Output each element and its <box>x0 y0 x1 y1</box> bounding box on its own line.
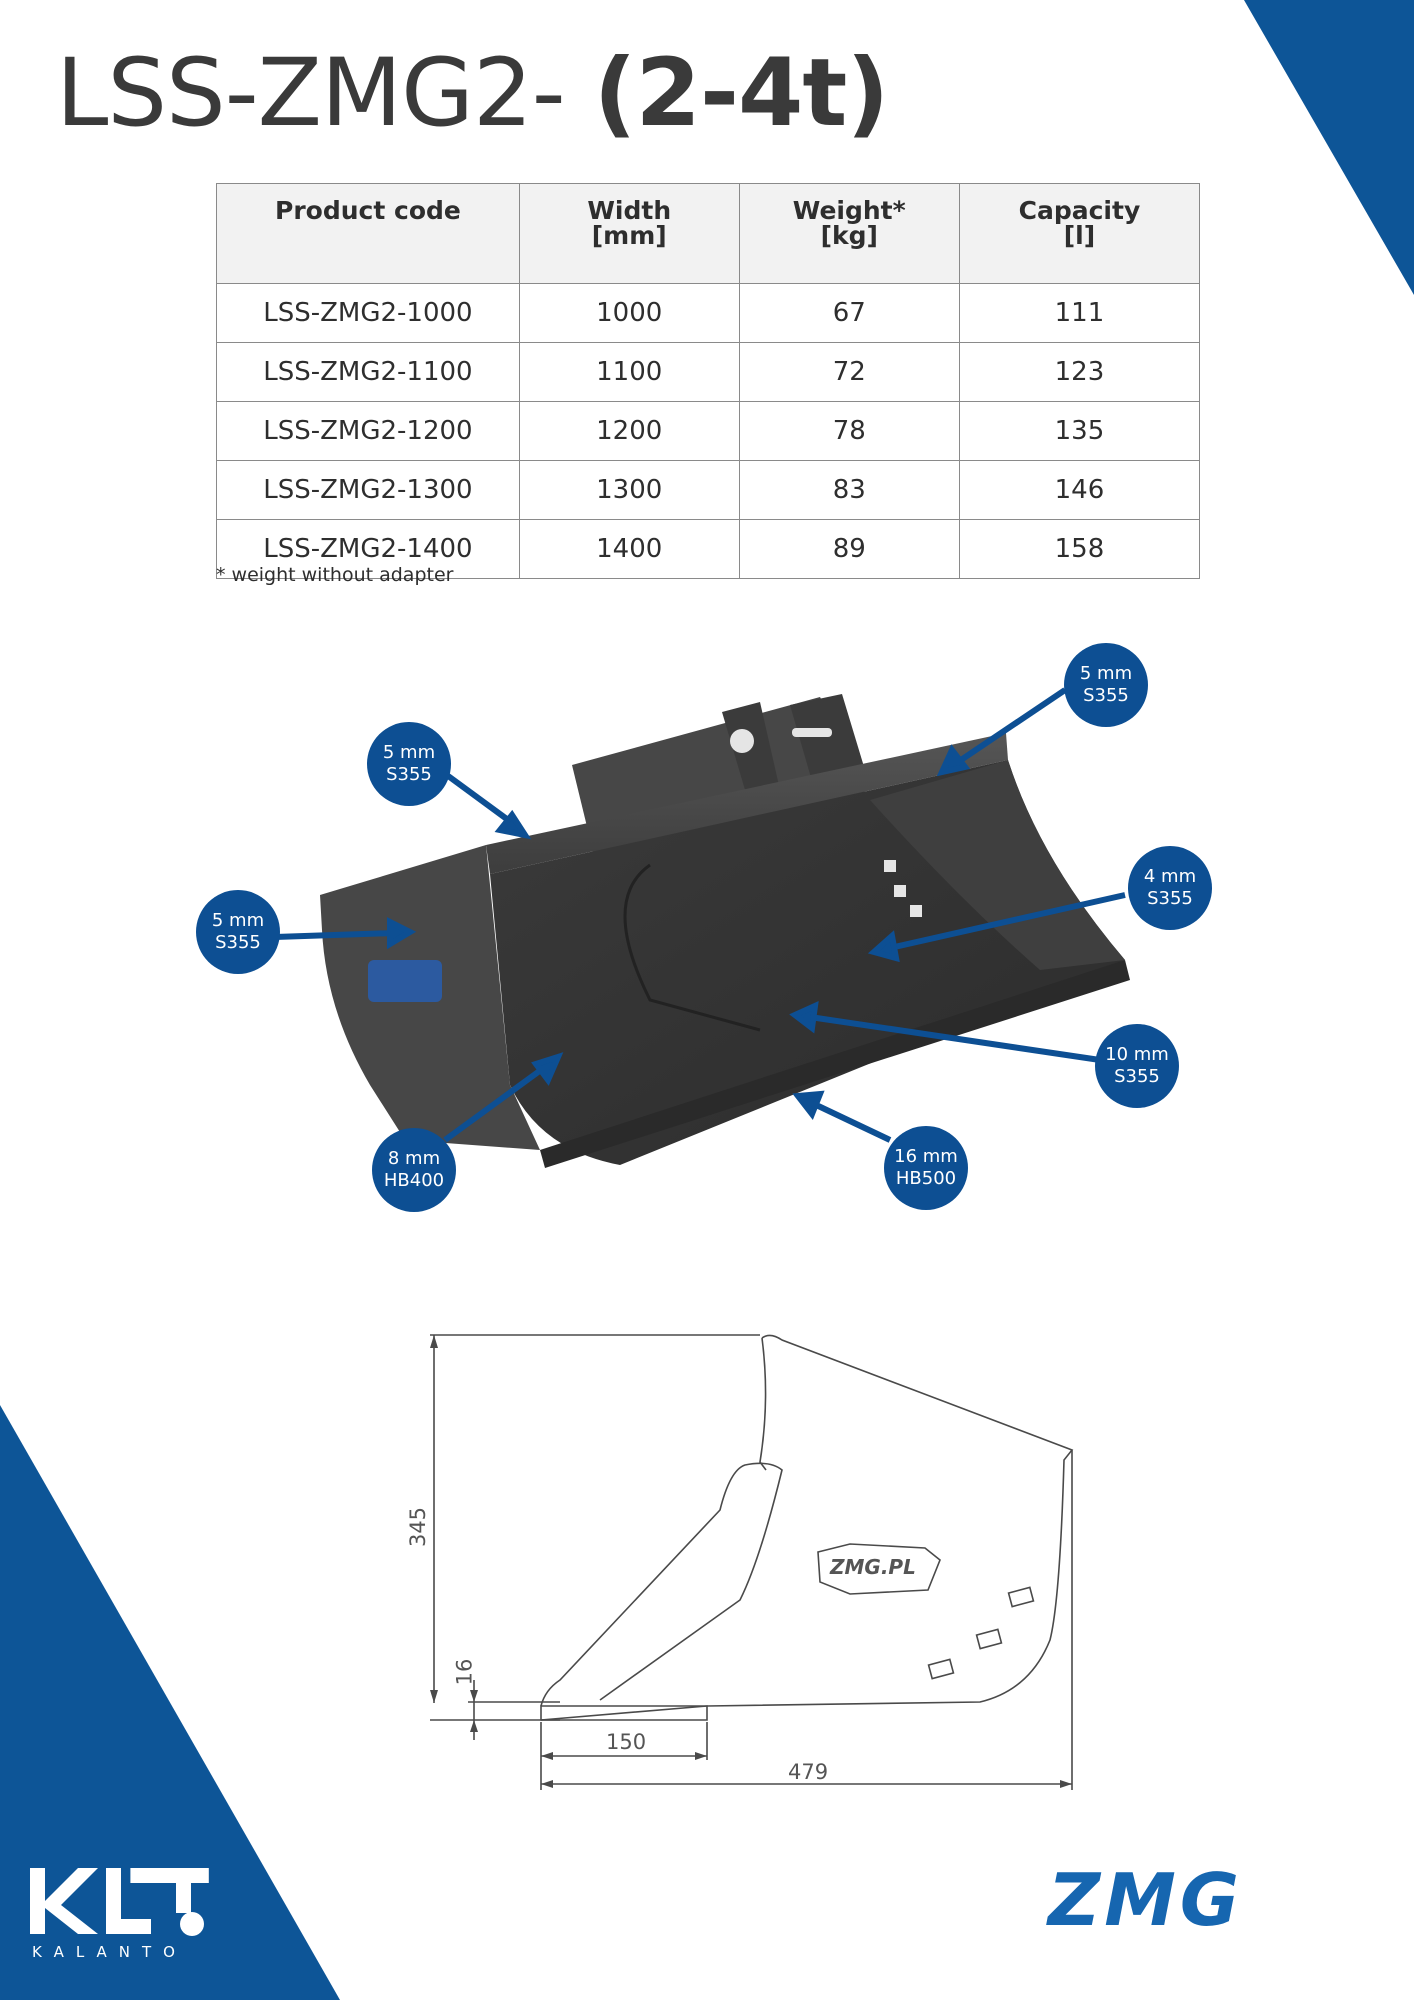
cell-width: 1200 <box>518 401 740 461</box>
drawing-logo-text: ZMG.PL <box>830 1555 916 1579</box>
table-row: LSS-ZMG2-1100 1100 72 123 <box>216 342 1201 402</box>
cell-width: 1400 <box>518 519 740 579</box>
cell-product-code: LSS-ZMG2-1200 <box>216 401 520 461</box>
dimension-depth: 479 <box>788 1760 829 1784</box>
cell-weight: 72 <box>738 342 960 402</box>
header-weight: Weight*[kg] <box>738 183 960 284</box>
cell-product-code: LSS-ZMG2-1100 <box>216 342 520 402</box>
cell-width: 1000 <box>518 283 740 343</box>
cell-product-code: LSS-ZMG2-1400 <box>216 519 520 579</box>
title-weight-class: (2-4t) <box>593 39 890 148</box>
cell-weight: 89 <box>738 519 960 579</box>
cell-weight: 78 <box>738 401 960 461</box>
dimension-blade-thickness: 16 <box>452 1658 477 1686</box>
spec-table: Product code Width[mm] Weight*[kg] Capac… <box>216 183 1201 579</box>
cell-product-code: LSS-ZMG2-1000 <box>216 283 520 343</box>
dimension-height: 345 <box>406 1506 431 1548</box>
table-footnote: * weight without adapter <box>216 564 454 586</box>
page-title: LSS-ZMG2- (2-4t) <box>56 39 890 148</box>
cell-capacity: 123 <box>958 342 1201 402</box>
table-row: LSS-ZMG2-1200 1200 78 135 <box>216 401 1201 461</box>
klt-subtext: KALANTO <box>32 1943 187 1961</box>
table-row: LSS-ZMG2-1400 1400 89 158 <box>216 519 1201 579</box>
dimension-blade-length: 150 <box>606 1730 647 1754</box>
header-capacity: Capacity[l] <box>958 183 1201 284</box>
cell-capacity: 111 <box>958 283 1201 343</box>
zmg-logo: ZMG <box>1048 1858 1243 1942</box>
cell-capacity: 158 <box>958 519 1201 579</box>
bucket-3d-illustration <box>274 687 1130 1168</box>
cell-width: 1300 <box>518 460 740 520</box>
title-model: LSS-ZMG2- <box>56 39 566 148</box>
cell-width: 1100 <box>518 342 740 402</box>
cell-capacity: 146 <box>958 460 1201 520</box>
cell-weight: 83 <box>738 460 960 520</box>
klt-logo <box>30 1868 209 1936</box>
